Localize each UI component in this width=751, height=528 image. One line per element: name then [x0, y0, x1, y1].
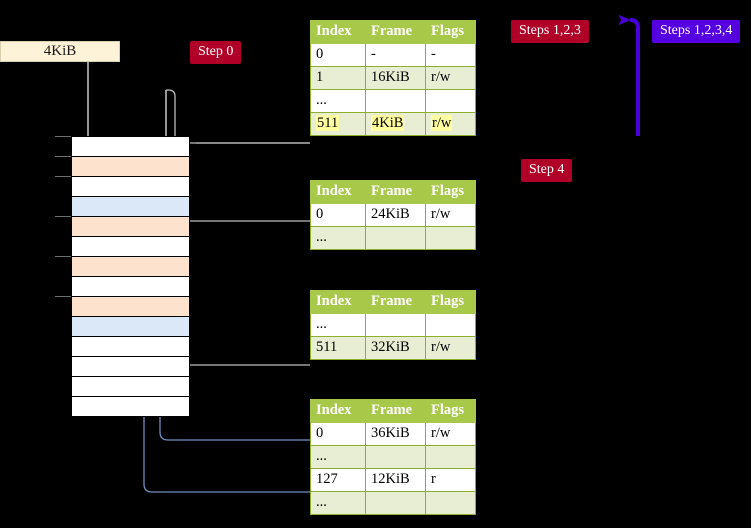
- memory-frame-row: [71, 236, 190, 257]
- column-header-index: Index: [310, 399, 366, 423]
- column-header-index: Index: [310, 180, 366, 204]
- badge-steps-123-label: Steps 1,2,3: [519, 23, 581, 38]
- memory-frame-row: [71, 136, 190, 157]
- table-cell: 0: [310, 422, 366, 446]
- table-cell: [425, 313, 476, 337]
- table-row: ...: [310, 226, 476, 250]
- size-box: 4KiB: [0, 41, 120, 62]
- table-cell: -: [365, 43, 426, 67]
- memory-frame-row: [71, 376, 190, 397]
- size-box-label: 4KiB: [43, 43, 77, 59]
- table-cell: ...: [310, 226, 366, 250]
- table-cell: ...: [310, 445, 366, 469]
- badge-steps-1234: Steps 1,2,3,4: [652, 20, 741, 43]
- table-cell: 16KiB: [365, 66, 426, 90]
- column-header-flags: Flags: [425, 290, 476, 314]
- memory-frame-row: [71, 356, 190, 377]
- memory-frame-row: [71, 316, 190, 337]
- table-cell: [365, 89, 426, 113]
- table-cell: r/w: [425, 203, 476, 227]
- table-cell: [365, 313, 426, 337]
- table-cell: 12KiB: [365, 468, 426, 492]
- highlighted-value: 4KiB: [371, 115, 405, 131]
- table-cell: 0: [310, 203, 366, 227]
- memory-frame-row: [71, 196, 190, 217]
- memory-frame-row: [71, 396, 190, 417]
- table-cell: [425, 445, 476, 469]
- table-cell: -: [425, 43, 476, 67]
- column-header-frame: Frame: [365, 180, 426, 204]
- table-cell: r/w: [425, 66, 476, 90]
- column-header-index: Index: [310, 20, 366, 44]
- table-cell: 127: [310, 468, 366, 492]
- physical-memory-column: [55, 136, 190, 417]
- table-cell: [365, 491, 426, 515]
- table-cell: 4KiB: [365, 112, 426, 136]
- memory-frame-row: [71, 256, 190, 277]
- table-cell: 24KiB: [365, 203, 426, 227]
- table-cell: [425, 491, 476, 515]
- table-row: 0--: [310, 43, 476, 67]
- table-row: ...: [310, 445, 476, 469]
- table-row: 511 4KiB r/w: [310, 112, 476, 136]
- table-cell: ...: [310, 313, 366, 337]
- memory-frame-tick: [55, 256, 71, 257]
- memory-frame-tick: [55, 156, 71, 157]
- badge-step-0-label: Step 0: [198, 44, 234, 59]
- table-cell: r: [425, 468, 476, 492]
- memory-frame-row: [71, 176, 190, 197]
- table-cell: 1: [310, 66, 366, 90]
- column-header-flags: Flags: [425, 20, 476, 44]
- table-cell: r/w: [425, 112, 476, 136]
- table-cell: 0: [310, 43, 366, 67]
- table-cell: r/w: [425, 422, 476, 446]
- table-cell: ...: [310, 89, 366, 113]
- memory-frame-row: [71, 216, 190, 237]
- column-header-frame: Frame: [365, 290, 426, 314]
- column-header-frame: Frame: [365, 399, 426, 423]
- memory-frame-tick: [55, 176, 71, 177]
- memory-frame-tick: [55, 216, 71, 217]
- table-row: ...: [310, 491, 476, 515]
- table-cell: 511: [310, 112, 366, 136]
- table-cell: [365, 226, 426, 250]
- table-row: ...: [310, 89, 476, 113]
- memory-frame-tick: [55, 296, 71, 297]
- badge-steps-123: Steps 1,2,3: [511, 20, 589, 43]
- wire-steps-arrow: [618, 14, 640, 136]
- table-cell: 36KiB: [365, 422, 426, 446]
- memory-frame-tick: [55, 136, 71, 137]
- table-cell: [425, 226, 476, 250]
- column-header-flags: Flags: [425, 180, 476, 204]
- table-cell: [365, 445, 426, 469]
- column-header-flags: Flags: [425, 399, 476, 423]
- badge-steps-1234-label: Steps 1,2,3,4: [660, 23, 733, 38]
- highlighted-value: r/w: [431, 115, 453, 131]
- highlighted-value: 511: [316, 115, 340, 131]
- table-cell: r/w: [425, 336, 476, 360]
- table-row: ...: [310, 313, 476, 337]
- table-cell: 32KiB: [365, 336, 426, 360]
- table-cell: [425, 89, 476, 113]
- column-header-frame: Frame: [365, 20, 426, 44]
- table-cell: 511: [310, 336, 366, 360]
- badge-step-4-label: Step 4: [529, 162, 565, 177]
- memory-frame-row: [71, 296, 190, 317]
- memory-frame-row: [71, 276, 190, 297]
- column-header-index: Index: [310, 290, 366, 314]
- badge-step-4: Step 4: [521, 159, 573, 182]
- memory-frame-row: [71, 336, 190, 357]
- table-cell: ...: [310, 491, 366, 515]
- badge-step-0: Step 0: [190, 41, 242, 64]
- memory-frame-row: [71, 156, 190, 177]
